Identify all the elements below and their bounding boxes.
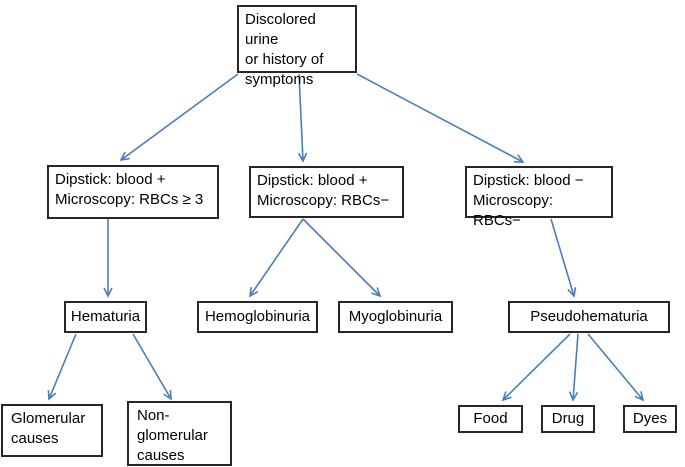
node-myoglobinuria: Myoglobinuria [338, 301, 453, 333]
edge-root-to-dipstick-pos-rbc-neg [297, 73, 308, 163]
node-dyes: Dyes [623, 405, 677, 433]
edge-dipstick-pos-rbc-neg-to-myoglobinuria [302, 218, 382, 298]
edge-pseudohematuria-to-dyes [587, 333, 645, 402]
node-glomerular-causes: Glomerular causes [1, 404, 103, 457]
edge-root-to-dipstick-neg-rbc-neg [356, 73, 525, 163]
node-dipstick-blood-pos-rbc-pos: Dipstick: blood + Microscopy: RBCs ≥ 3 [47, 165, 219, 219]
node-hematuria: Hematuria [64, 301, 147, 333]
node-dipstick-blood-pos-rbc-neg: Dipstick: blood + Microscopy: RBCs− [249, 166, 404, 218]
node-pseudohematuria: Pseudohematuria [508, 301, 670, 333]
edge-root-to-dipstick-pos-rbc-pos [119, 73, 239, 162]
node-food: Food [458, 405, 523, 433]
node-drug: Drug [541, 405, 595, 433]
edge-hematuria-to-glomerular [47, 333, 77, 401]
node-hemoglobinuria: Hemoglobinuria [197, 301, 318, 333]
edge-dipstick-neg-rbc-neg-to-pseudohematuria [550, 218, 577, 298]
node-non-glomerular-causes: Non- glomerular causes [127, 401, 232, 466]
edge-pseudohematuria-to-drug [568, 333, 579, 402]
edge-dipstick-pos-rbc-neg-to-hemoglobinuria [248, 218, 304, 298]
node-dipstick-blood-neg-rbc-neg: Dipstick: blood − Microscopy: RBCs− [465, 166, 613, 229]
edge-hematuria-to-non-glomerular [132, 333, 172, 401]
node-discolored-urine: Discolored urine or history of symptoms [237, 5, 357, 88]
edge-pseudohematuria-to-food [501, 333, 571, 402]
